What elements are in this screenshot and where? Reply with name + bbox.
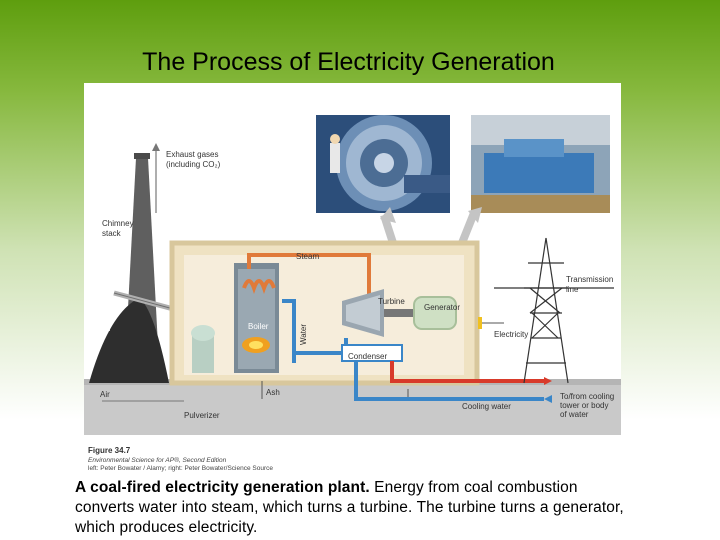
- label-air: Air: [100, 390, 110, 399]
- cooling-water-cold: [354, 361, 544, 401]
- label-cooling-dest-3: of water: [560, 410, 589, 419]
- caption-bold: A coal-fired electricity generation plan…: [75, 479, 370, 496]
- label-electricity: Electricity: [494, 330, 528, 339]
- water-pipe: [282, 299, 296, 363]
- label-chimney-2: stack: [102, 229, 122, 238]
- boiler: [234, 263, 279, 373]
- transmission-tower: [494, 237, 614, 384]
- label-cooling-water: Cooling water: [462, 402, 511, 411]
- cooling-water-hot: [390, 361, 544, 383]
- slide-title: The Process of Electricity Generation: [142, 48, 555, 76]
- generator: [413, 296, 457, 330]
- pulverizer: [192, 333, 214, 373]
- figure-number: Figure 34.7: [88, 446, 131, 455]
- label-transmission-2: line: [566, 285, 579, 294]
- figure-credit: left: Peter Bowater / Alamy; right: Pete…: [88, 465, 273, 472]
- label-transmission-1: Transmission: [566, 275, 613, 284]
- steam-pipe: [247, 253, 371, 308]
- label-pulverizer: Pulverizer: [184, 411, 220, 420]
- power-plant-diagram: Exhaust gases (including CO₂) Chimney st…: [84, 83, 621, 475]
- turbine-photo: [316, 115, 450, 213]
- turbine: [342, 289, 384, 337]
- label-coal: Coal: [94, 324, 111, 333]
- ground: [84, 383, 621, 438]
- condenser: [341, 344, 403, 362]
- generator-photo: [471, 115, 610, 213]
- slide-caption: A coal-fired electricity generation plan…: [75, 478, 635, 538]
- label-chimney-1: Chimney: [102, 219, 134, 228]
- label-generator: Generator: [424, 303, 460, 312]
- label-turbine: Turbine: [378, 297, 405, 306]
- caption-text: Energy from coal combustion converts wat…: [75, 479, 624, 536]
- label-exhaust-sub: (including CO₂): [166, 160, 221, 169]
- label-condenser: Condenser: [348, 352, 387, 361]
- label-steam: Steam: [296, 252, 319, 261]
- label-cooling-dest-1: To/from cooling: [560, 392, 614, 401]
- label-water: Water: [299, 324, 308, 345]
- figure-source: Environmental Science for AP®, Second Ed…: [88, 456, 227, 464]
- label-exhaust: Exhaust gases: [166, 150, 218, 159]
- label-cooling-dest-2: tower or body: [560, 401, 608, 410]
- label-ash: Ash: [266, 388, 280, 397]
- label-boiler: Boiler: [248, 322, 269, 331]
